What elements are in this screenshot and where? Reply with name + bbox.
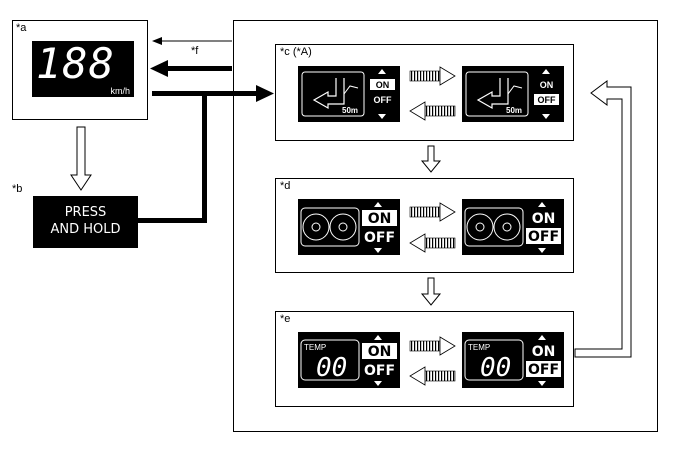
toggle-off: OFF	[528, 229, 559, 245]
down-arrow-icon	[374, 248, 382, 253]
hollow-return-arrow	[574, 80, 632, 358]
nav-distance: 50m	[506, 106, 522, 115]
gauge-screen-on: ON OFF	[298, 199, 400, 255]
toggle-off: OFF	[364, 230, 395, 246]
thick-arrow-left-head	[150, 60, 168, 77]
up-arrow-icon	[542, 69, 550, 74]
toggle-off: OFF	[528, 362, 559, 378]
label-a: *a	[16, 22, 27, 34]
hollow-arrow-a-to-b	[70, 126, 92, 191]
down-arrow-icon	[378, 114, 386, 119]
temp-value: 00	[480, 353, 511, 383]
striped-arrows-c	[409, 66, 456, 121]
toggle-on: ON	[368, 211, 392, 227]
right-gauge-icon	[329, 213, 357, 241]
up-arrow-icon	[378, 69, 386, 74]
down-arrow-icon	[542, 114, 550, 119]
label-d: *d	[280, 180, 291, 192]
toggle-on: ON	[532, 344, 556, 360]
nav-screen-on: 50m ON OFF	[298, 66, 400, 122]
toggle-off: OFF	[538, 95, 556, 105]
up-arrow-icon	[374, 335, 382, 340]
up-arrow-icon	[374, 202, 382, 207]
down-arrow-icon	[374, 381, 382, 386]
striped-arrows-e	[409, 336, 456, 386]
toggle-on: ON	[376, 80, 390, 90]
turn-arrow-icon	[476, 78, 509, 110]
press-and-hold-button[interactable]: PRESS AND HOLD	[33, 196, 138, 248]
gauge-screen-off: ON OFF	[462, 199, 564, 255]
press-connector-v	[202, 93, 207, 223]
speed-unit: km/h	[110, 86, 130, 96]
toggle-off: OFF	[374, 95, 392, 105]
nav-screen-off: 50m ON OFF	[462, 66, 564, 122]
toggle-on: ON	[532, 211, 556, 227]
up-arrow-icon	[538, 335, 546, 340]
toggle-on: ON	[368, 344, 392, 360]
thick-arrow-left-shaft	[166, 66, 232, 71]
down-arrow-icon	[538, 248, 546, 253]
label-f: *f	[191, 45, 199, 57]
label-b: *b	[12, 183, 23, 195]
left-gauge-icon	[302, 213, 330, 241]
up-arrow-icon	[538, 202, 546, 207]
striped-arrows-d	[409, 202, 456, 253]
hollow-arrow-c-to-d	[420, 145, 442, 173]
speedometer-display: 188 km/h	[32, 39, 134, 97]
temp-value: 00	[316, 353, 347, 383]
speed-digits: 188	[36, 39, 115, 88]
temp-label: TEMP	[304, 343, 326, 352]
and-hold-label: AND HOLD	[50, 222, 121, 237]
thick-arrow-right-head	[256, 85, 274, 102]
toggle-off: OFF	[364, 363, 395, 379]
turn-arrow-icon	[312, 78, 345, 110]
press-label: PRESS	[64, 205, 107, 220]
hollow-arrow-d-to-e	[420, 277, 442, 306]
down-arrow-icon	[538, 381, 546, 386]
temp-screen-on: TEMP 00 ON OFF	[298, 332, 400, 388]
temp-label: TEMP	[468, 343, 490, 352]
press-connector-h	[138, 218, 207, 223]
temp-screen-off: TEMP 00 ON OFF	[462, 332, 564, 388]
nav-distance: 50m	[342, 106, 358, 115]
label-c: *c (*A)	[280, 46, 312, 58]
toggle-on: ON	[540, 80, 554, 90]
thin-arrow-head	[152, 37, 162, 45]
label-e: *e	[280, 313, 291, 325]
left-gauge-icon	[466, 213, 494, 241]
right-gauge-icon	[493, 213, 521, 241]
